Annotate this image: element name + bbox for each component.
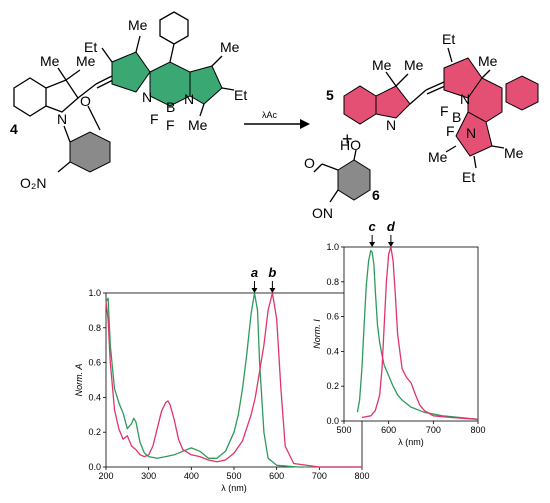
me-label-7: Me bbox=[404, 57, 424, 73]
reaction-arrow: λAc bbox=[244, 110, 310, 129]
nitroso-label: ON bbox=[312, 205, 333, 221]
peak-arrowhead-b bbox=[269, 288, 276, 293]
plot-frame bbox=[105, 292, 363, 468]
et-label-4: Et bbox=[462, 169, 475, 185]
molecule-6: HO O ON 6 bbox=[304, 137, 380, 221]
peak-label-a: a bbox=[251, 265, 258, 280]
me-label-3: Me bbox=[128, 17, 148, 33]
indoline-benzene-ring bbox=[13, 77, 47, 117]
bodipy-n-right: N bbox=[184, 91, 194, 107]
molecule-5: Me Me N 5 Et Me Me Me Et N B N F F bbox=[326, 31, 539, 185]
indoline-n-label: N bbox=[57, 111, 67, 127]
me-label-2: Me bbox=[76, 53, 96, 69]
benzaldehyde-ring bbox=[337, 159, 371, 201]
bodipy-f-2: F bbox=[166, 117, 175, 133]
bodipy-f-3: F bbox=[440, 103, 449, 119]
bodipy-b-5: B bbox=[452, 109, 461, 125]
compound-6-label: 6 bbox=[372, 187, 380, 203]
x-tick-label: 700 bbox=[426, 425, 441, 435]
plus-sign: + bbox=[342, 129, 353, 149]
et-label-2: Et bbox=[234, 87, 247, 103]
molecule-4: Me Me N O O₂N 4 Me Et Me Et Me bbox=[10, 11, 247, 191]
series-line-1 bbox=[105, 292, 362, 468]
compound-5-label: 5 bbox=[326, 87, 334, 103]
x-tick-label: 800 bbox=[470, 425, 485, 435]
y-tick-label: 0.4 bbox=[326, 346, 339, 356]
y-tick-label: 1.0 bbox=[326, 242, 339, 252]
bodipy-f-4: F bbox=[446, 123, 455, 139]
x-tick-label: 200 bbox=[98, 471, 113, 481]
y-axis-title: Norm. I bbox=[312, 319, 322, 349]
bodipy-n-bottom-5: N bbox=[466, 125, 476, 141]
nitrophenyl-ring bbox=[69, 131, 111, 173]
x-tick-label: 400 bbox=[184, 471, 199, 481]
me-label-6: Me bbox=[372, 57, 392, 73]
me-label-9: Me bbox=[504, 145, 524, 161]
spiro-o-label: O bbox=[80, 93, 91, 109]
y-tick-label: 0.6 bbox=[88, 358, 101, 368]
phenyl-ring-4 bbox=[159, 11, 189, 45]
bodipy-n-top-5: N bbox=[460, 91, 470, 107]
y-tick-label: 0.2 bbox=[326, 381, 339, 391]
bodipy-pyrrole-right-ring bbox=[189, 65, 223, 105]
et-label-3: Et bbox=[442, 31, 455, 47]
aldehyde-o-label: O bbox=[304, 155, 315, 171]
x-axis-title: λ (nm) bbox=[221, 483, 247, 493]
me-label-4: Me bbox=[220, 39, 240, 55]
y-tick-label: 0.4 bbox=[88, 392, 101, 402]
peak-arrowhead-a bbox=[251, 288, 258, 293]
peak-label-b: b bbox=[268, 265, 276, 280]
series-line-0 bbox=[356, 249, 479, 420]
y-tick-label: 1.0 bbox=[88, 288, 101, 298]
x-tick-label: 800 bbox=[354, 471, 369, 481]
absorbance-chart: 200 300 400 500 600 700 800 0.0 0.2 0.4 0.6 0.8 1.0 λ… bbox=[74, 265, 370, 493]
indolenine-benzene-ring bbox=[343, 85, 377, 125]
y-tick-label: 0.6 bbox=[326, 312, 339, 322]
peak-arrowhead-d bbox=[387, 242, 394, 247]
x-tick-label: 500 bbox=[336, 425, 351, 435]
x-tick-label: 700 bbox=[312, 471, 327, 481]
x-axis-title: λ (nm) bbox=[398, 437, 424, 447]
bodipy-pyrrole-left-ring bbox=[111, 51, 151, 93]
phenyl-ring-5 bbox=[505, 75, 539, 111]
y-tick-label: 0.8 bbox=[88, 323, 101, 333]
arrow-label: λAc bbox=[262, 110, 278, 120]
et-label-1: Et bbox=[84, 39, 97, 55]
y-tick-label: 0.8 bbox=[326, 277, 339, 287]
nitro-label: O₂N bbox=[20, 175, 46, 191]
bodipy-b: B bbox=[166, 99, 175, 115]
plot-frame bbox=[343, 246, 479, 422]
peak-label-d: d bbox=[387, 219, 396, 234]
compound-4-label: 4 bbox=[10, 121, 18, 137]
y-axis-title: Norm. A bbox=[74, 364, 84, 397]
bodipy-n-left: N bbox=[142, 89, 152, 105]
peak-label-c: c bbox=[369, 219, 377, 234]
indolenine-n-label: N bbox=[386, 117, 396, 133]
peak-arrowhead-c bbox=[369, 242, 376, 247]
emission-chart: 500 600 700 800 0.0 0.2 0.4 0.6 0.8 1.0 λ (nm) Norm… bbox=[312, 219, 486, 447]
series-line-0 bbox=[105, 292, 362, 468]
x-tick-label: 300 bbox=[141, 471, 156, 481]
indolenine-five-ring bbox=[375, 85, 411, 119]
y-tick-label: 0.0 bbox=[88, 462, 101, 472]
x-tick-label: 500 bbox=[226, 471, 241, 481]
x-tick-label: 600 bbox=[381, 425, 396, 435]
y-tick-label: 0.0 bbox=[326, 416, 339, 426]
bodipy-pyrrole-bottom-ring-5 bbox=[455, 111, 493, 157]
me-label-1: Me bbox=[40, 53, 60, 69]
me-label-8: Me bbox=[478, 53, 498, 69]
series-line-1 bbox=[361, 246, 479, 420]
me-label-5: Me bbox=[188, 117, 208, 133]
me-label-10: Me bbox=[428, 149, 448, 165]
ho-label: HO bbox=[340, 137, 361, 153]
bodipy-f-1: F bbox=[150, 111, 159, 127]
indoline-five-ring bbox=[45, 79, 79, 113]
y-tick-label: 0.2 bbox=[88, 427, 101, 437]
x-tick-label: 600 bbox=[269, 471, 284, 481]
